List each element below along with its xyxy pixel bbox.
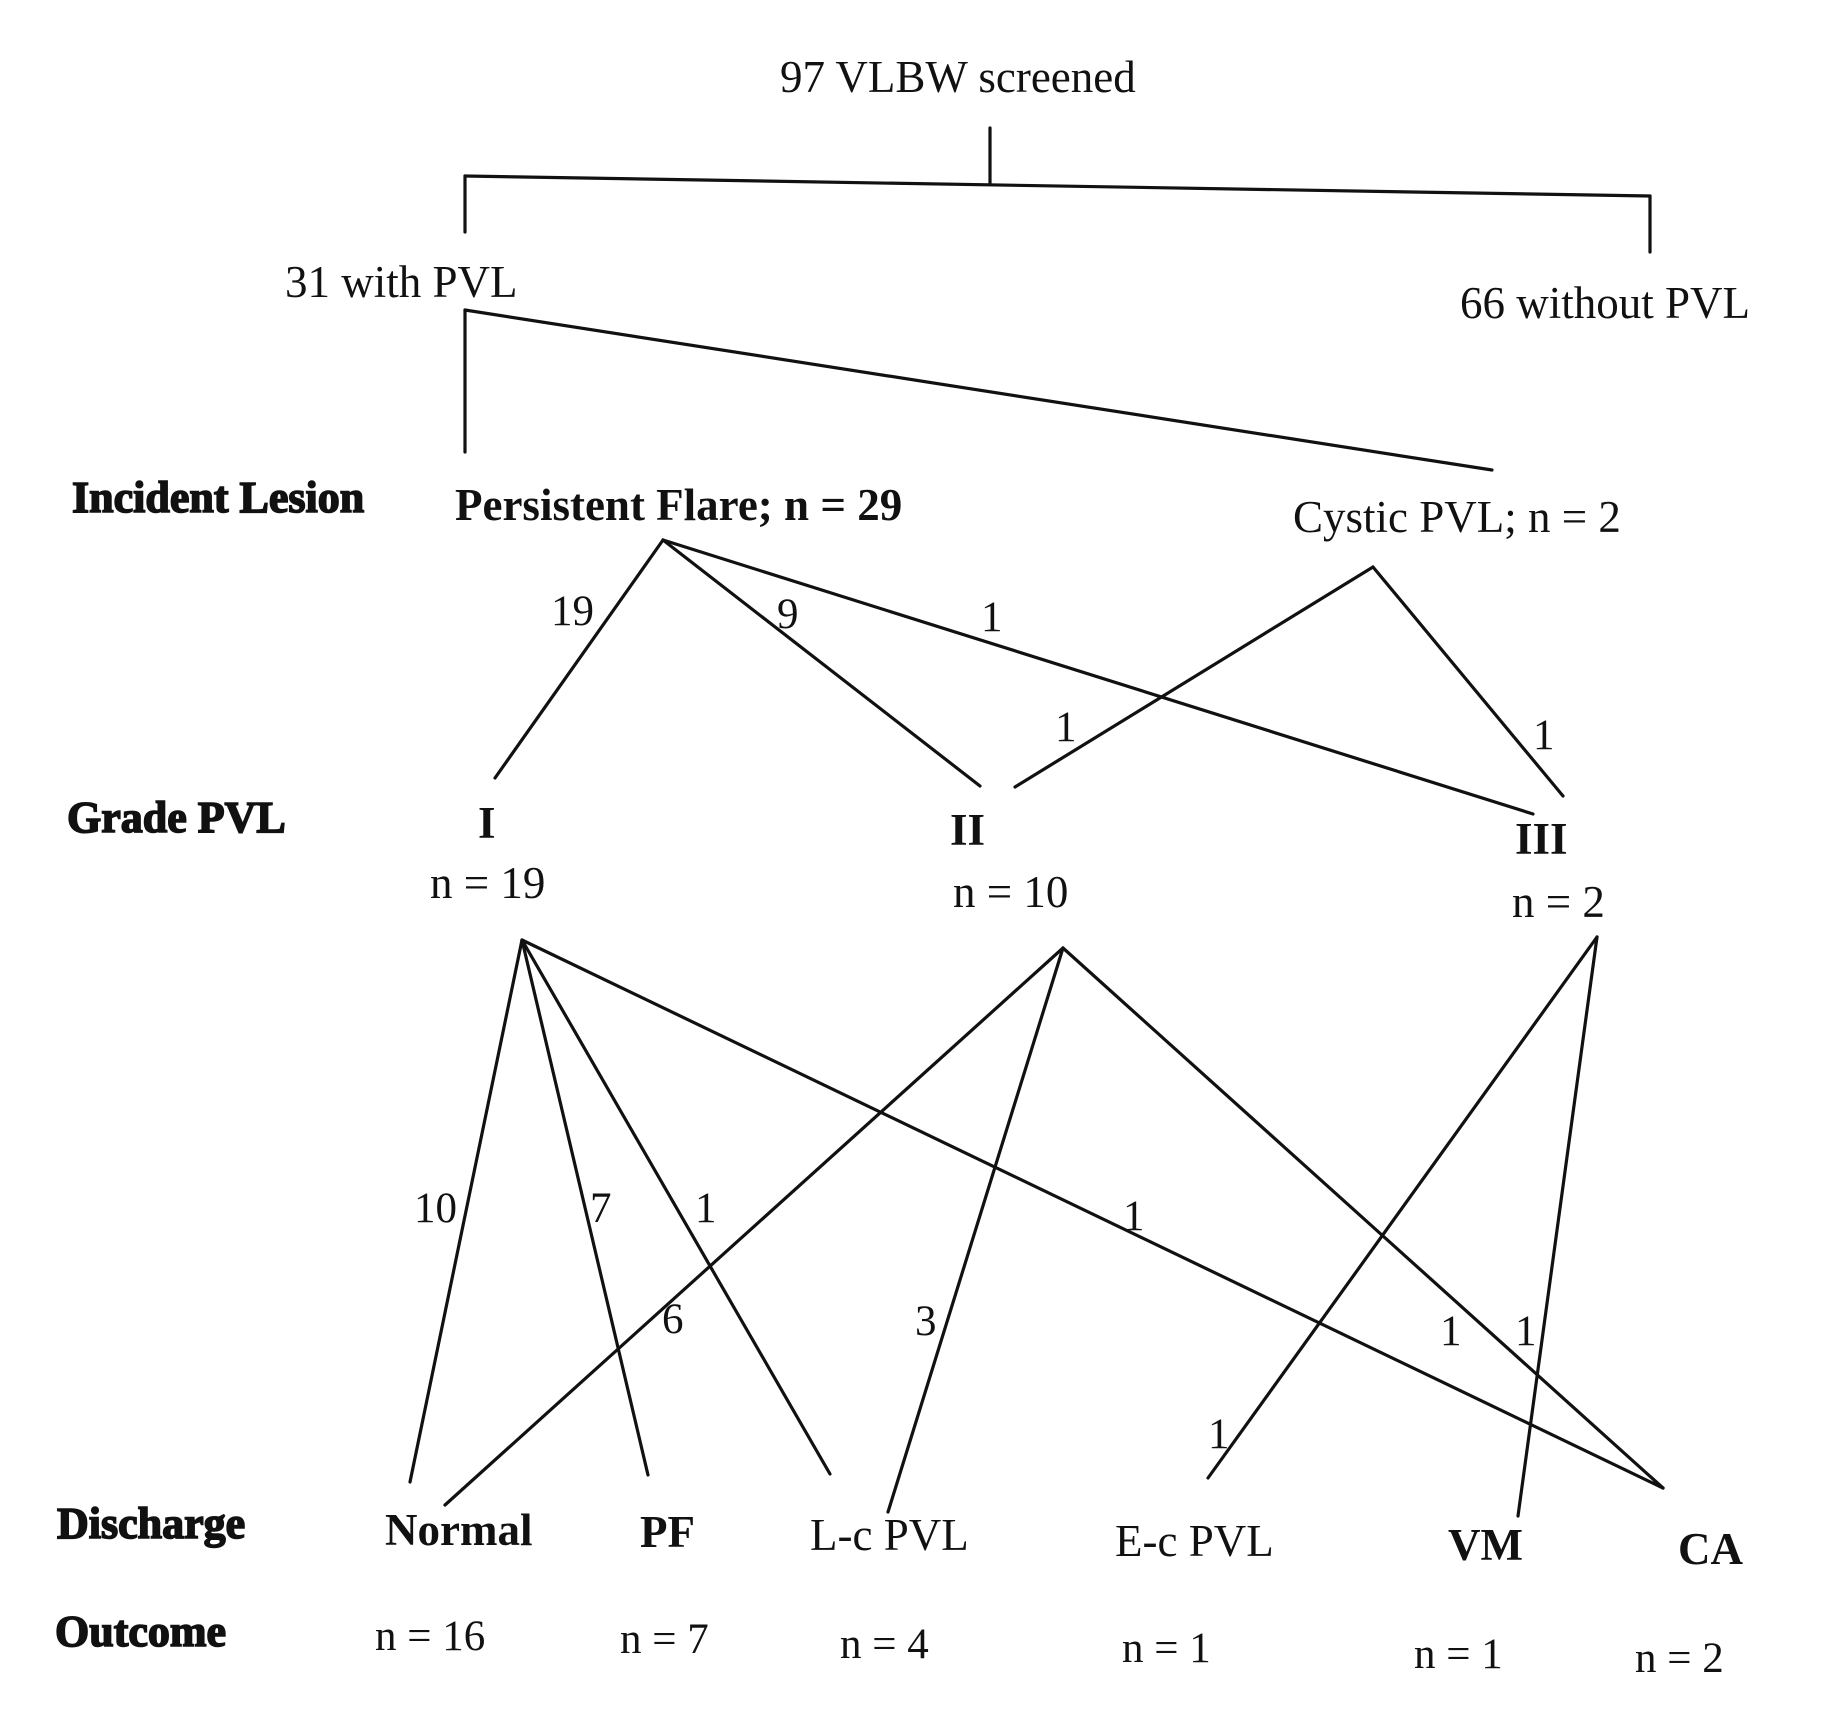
outcome-lc-label: L-c PVL [810,1510,969,1560]
edge-label-I-ca: 1 [1123,1193,1145,1240]
edge-III-vm [1516,935,1599,1518]
grade-I-count: n = 19 [430,858,545,908]
edge-pf-II [661,538,982,788]
edge-I-lc [520,938,832,1476]
outcome-ec-count: n = 1 [1122,1625,1211,1672]
pvl-to-cystic [463,308,1494,472]
edge-label-II-normal: 6 [662,1296,684,1343]
edge-label-III-ec: 1 [1208,1411,1230,1458]
with-pvl-node: 31 with PVL [285,257,518,307]
outcome-normal-count: n = 16 [375,1613,485,1660]
edge-label-cystic-II: 1 [1055,704,1077,751]
lesion-grade-edges [493,538,1565,816]
edge-label-II-ca: 1 [1440,1308,1462,1355]
outcome-lc-count: n = 4 [840,1621,929,1668]
edge-label-pf-II: 9 [777,591,799,638]
outcome-pf-label: PF [640,1507,695,1557]
row-label-outcome: Outcome [55,1607,226,1656]
edge-I-ca [520,938,1665,1490]
grade-I-label: I [478,798,496,848]
root-node: 97 VLBW screened [780,52,1136,102]
root-connectors [463,126,1652,254]
grade-II-count: n = 10 [953,867,1068,917]
outcome-ec-label: E-c PVL [1115,1516,1274,1566]
edge-label-pf-I: 19 [551,588,594,635]
outcome-vm-count: n = 1 [1414,1631,1503,1678]
edge-label-cystic-III: 1 [1533,712,1555,759]
grade-III-count: n = 2 [1512,877,1605,927]
outcome-ca-label: CA [1678,1524,1743,1574]
outcome-pf-count: n = 7 [620,1616,709,1663]
outcome-ca-count: n = 2 [1635,1635,1724,1682]
edge-cystic-III [1371,565,1565,798]
row-label-grade-pvl: Grade PVL [67,793,286,842]
row-label-incident-lesion: Incident Lesion [72,473,364,522]
root-bar [463,174,1652,198]
edge-II-ca [1061,946,1665,1490]
edge-pf-III [661,538,1535,816]
outcome-vm-label: VM [1448,1520,1523,1570]
edge-I-normal [408,938,524,1484]
edge-III-ec [1206,935,1599,1480]
edge-label-I-normal: 10 [414,1185,457,1232]
row-label-discharge: Discharge [57,1499,245,1548]
outcome-normal-label: Normal [385,1505,532,1555]
edge-label-II-lc: 3 [915,1298,937,1345]
without-pvl-node: 66 without PVL [1460,278,1750,328]
grade-II-label: II [950,805,985,855]
cystic-pvl-node: Cystic PVL; n = 2 [1293,492,1621,542]
edge-cystic-II [1013,565,1375,789]
persistent-flare-node: Persistent Flare; n = 29 [455,480,902,530]
edge-label-pf-III: 1 [981,594,1003,641]
edge-label-I-lc: 1 [695,1185,717,1232]
edge-II-lc [886,946,1065,1514]
grade-III-label: III [1515,814,1568,864]
edge-II-normal [443,946,1065,1507]
edge-label-I-pf: 7 [590,1185,612,1232]
pvl-split-connectors [463,308,1494,472]
grade-outcome-edges [408,935,1665,1518]
edge-label-III-vm: 1 [1515,1308,1537,1355]
edge-pf-I [493,538,665,780]
edge-I-pf [520,938,650,1477]
